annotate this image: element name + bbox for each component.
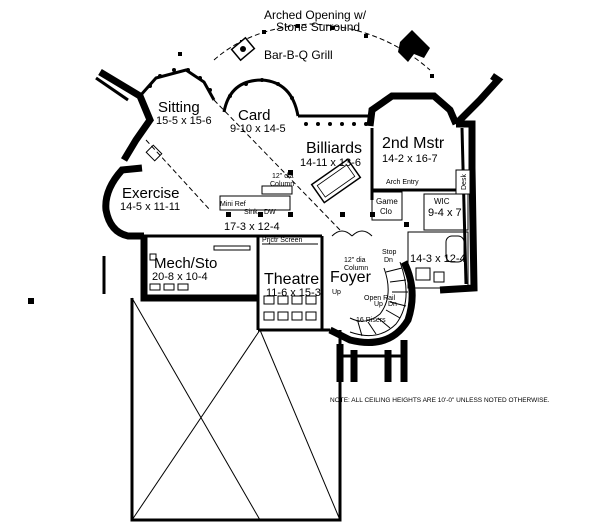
stair-tower-wall <box>328 260 416 346</box>
foyer-door-arc-left <box>331 230 353 237</box>
wic-outline <box>423 193 469 231</box>
patio-arch-outline <box>213 23 431 71</box>
garage-outline <box>130 298 342 522</box>
card-arch-posts <box>228 78 294 100</box>
bbq-grill-icon <box>230 36 256 62</box>
column-right-label-2: Column <box>344 265 368 272</box>
right-wall-inner <box>460 127 468 285</box>
exercise-room-name: Exercise <box>122 185 180 202</box>
sitting-room-name: Sitting <box>158 99 200 116</box>
arched-opening-label-2: Stone Surround <box>276 20 360 34</box>
game-closet-name: Game <box>376 197 398 206</box>
left-outer-wall <box>98 68 154 162</box>
billiards-posts <box>304 122 368 126</box>
mech-equipment <box>149 253 189 291</box>
exercise-closet <box>145 144 163 162</box>
sitting-bay-posts <box>148 68 212 92</box>
exercise-room-dims: 14-5 x 11-11 <box>120 201 180 213</box>
wic-name: WIC <box>434 197 450 206</box>
shower-icon <box>433 271 445 283</box>
game-closet-outline <box>371 191 403 221</box>
bath-outline <box>407 231 469 289</box>
bbq-grill-label: Bar-B-Q Grill <box>264 48 333 62</box>
desk-label: Desk <box>461 174 468 190</box>
exercise-bay-wall <box>102 164 144 240</box>
wic-dims: 9-4 x 7 <box>428 207 462 219</box>
stair-dn-label: Dn <box>388 301 397 308</box>
foyer-door-arc-right <box>351 230 373 237</box>
pool-table-icon <box>310 158 362 204</box>
bath-dims: 14-3 x 12-4 <box>410 253 466 265</box>
theatre-room-dims: 11-6 x 15-3 <box>266 287 321 299</box>
dn-label: Dn <box>384 257 393 264</box>
billiards-room-name: Billiards <box>306 140 362 157</box>
card-room-dims: 9-10 x 14-5 <box>230 123 286 135</box>
dashed-axis-line <box>213 99 341 231</box>
sitting-room-dims: 15-5 x 15-6 <box>156 115 212 127</box>
toilet-icon <box>415 267 431 281</box>
arched-opening-label-1: Arched Opening w/ <box>264 8 367 22</box>
dw-label: DW <box>264 209 276 216</box>
second-master-dims: 14-2 x 16-7 <box>382 153 438 165</box>
bar-back-counter <box>261 185 293 195</box>
bar-counter <box>219 195 291 211</box>
garage-diagonal-2 <box>131 329 261 521</box>
game-closet-name2: Clo <box>380 207 393 216</box>
garage-diagonal-1 <box>131 297 261 521</box>
theatre-room-name: Theatre <box>264 271 319 288</box>
projector-screen-label: Prjctr Screen <box>262 237 303 244</box>
stair-up-label: Up <box>374 301 383 308</box>
column-left-label-2: Column <box>270 181 294 188</box>
column-left-label-1: 12" dia <box>272 173 294 180</box>
bathtub-icon <box>445 235 465 263</box>
bar-area-dims: 17-3 x 12-4 <box>224 221 280 233</box>
stair-outer-curve <box>349 261 407 337</box>
card-room-name: Card <box>238 107 271 124</box>
mech-outer-wall <box>140 236 258 302</box>
mech-door <box>213 245 251 251</box>
mech-room-name: Mech/Sto <box>154 255 217 272</box>
right-wall-down <box>439 120 478 294</box>
mech-room-dims: 20-8 x 10-4 <box>152 271 208 283</box>
right-outer-wall <box>453 73 504 127</box>
open-rail-label: Open Rail <box>364 295 396 302</box>
stair-treads <box>357 267 408 337</box>
foyer-room-name: Foyer <box>330 269 372 286</box>
column-right-label-1: 12" dia <box>344 257 366 264</box>
stair-inner-curve <box>349 267 389 322</box>
stop-label: Stop <box>382 249 397 256</box>
fireplace-icon <box>398 30 430 62</box>
mini-ref-label: Mini Ref <box>220 201 246 208</box>
theatre-seats <box>263 295 317 321</box>
site-marker <box>28 298 34 304</box>
garage-diagonal-3 <box>259 329 341 521</box>
risers-label: 16 Risers <box>356 317 386 324</box>
arch-entry-label: Arch Entry <box>386 179 419 186</box>
interior-columns <box>226 170 409 227</box>
second-master-name: 2nd Mstr <box>382 135 445 152</box>
master-bay-wall <box>366 92 460 127</box>
left-wing-edge <box>95 76 129 102</box>
sink-label: Sink <box>244 209 258 216</box>
billiards-room-dims: 14-11 x 13-6 <box>300 157 361 169</box>
up-label: Up <box>332 289 341 296</box>
ceiling-note: NOTE: ALL CEILING HEIGHTS ARE 10'-0" UNL… <box>330 397 550 404</box>
